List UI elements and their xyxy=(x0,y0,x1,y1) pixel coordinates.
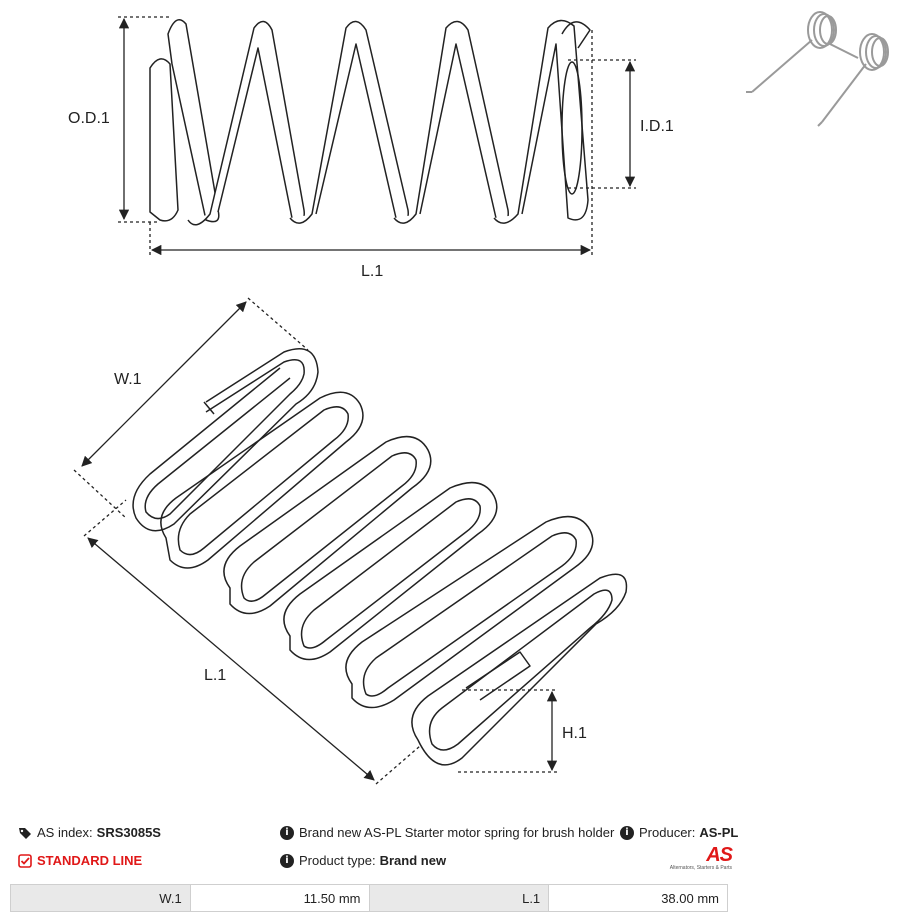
product-photo xyxy=(746,11,889,127)
as-index-label: AS index: xyxy=(37,825,93,840)
product-type-value: Brand new xyxy=(379,853,447,868)
standard-line: STANDARD LINE xyxy=(18,853,142,868)
od-label: O.D.1 xyxy=(68,110,110,127)
product-type: i Product type: Brand new xyxy=(280,853,446,868)
standard-line-label: STANDARD LINE xyxy=(37,853,143,868)
logo-tagline: Alternators, Starters & Parts xyxy=(669,865,732,871)
param-label: W.1 xyxy=(10,884,191,912)
technical-drawing: O.D.1 I.D.1 L.1 xyxy=(68,11,889,785)
param-label: L.1 xyxy=(368,884,550,912)
producer-label: Producer: xyxy=(639,825,696,840)
parameters-table: W.1 11.50 mm L.1 38.00 mm xyxy=(10,884,728,912)
table-row: W.1 11.50 mm L.1 38.00 mm xyxy=(10,884,728,912)
w-label: W.1 xyxy=(114,371,142,388)
tag-icon xyxy=(19,827,31,839)
param-value: 11.50 mm xyxy=(189,884,370,912)
producer-value: AS-PL xyxy=(699,825,739,840)
spring-side-view xyxy=(149,19,591,226)
product-type-label: Product type: xyxy=(299,853,376,868)
logo-mark: AS xyxy=(706,844,733,866)
info-icon: i xyxy=(280,853,294,868)
description: i Brand new AS-PL Starter motor spring f… xyxy=(280,825,614,840)
h-label: H.1 xyxy=(562,725,587,742)
check-square-icon xyxy=(18,853,32,868)
info-icon: i xyxy=(620,825,634,840)
description-text: Brand new AS-PL Starter motor spring for… xyxy=(299,825,615,840)
bottom-dimensions xyxy=(73,297,558,785)
top-dimensions xyxy=(118,16,636,256)
param-value: 38.00 mm xyxy=(548,884,728,912)
l-bottom-label: L.1 xyxy=(204,667,226,684)
as-index-value: SRS3085S xyxy=(96,825,161,840)
as-index: AS index: SRS3085S xyxy=(18,825,161,840)
id-label: I.D.1 xyxy=(640,118,674,135)
l-top-label: L.1 xyxy=(361,263,383,280)
info-icon: i xyxy=(280,825,294,840)
as-pl-logo: AS Alternators, Starters & Parts xyxy=(662,844,733,875)
producer: i Producer: AS-PL xyxy=(620,825,738,840)
